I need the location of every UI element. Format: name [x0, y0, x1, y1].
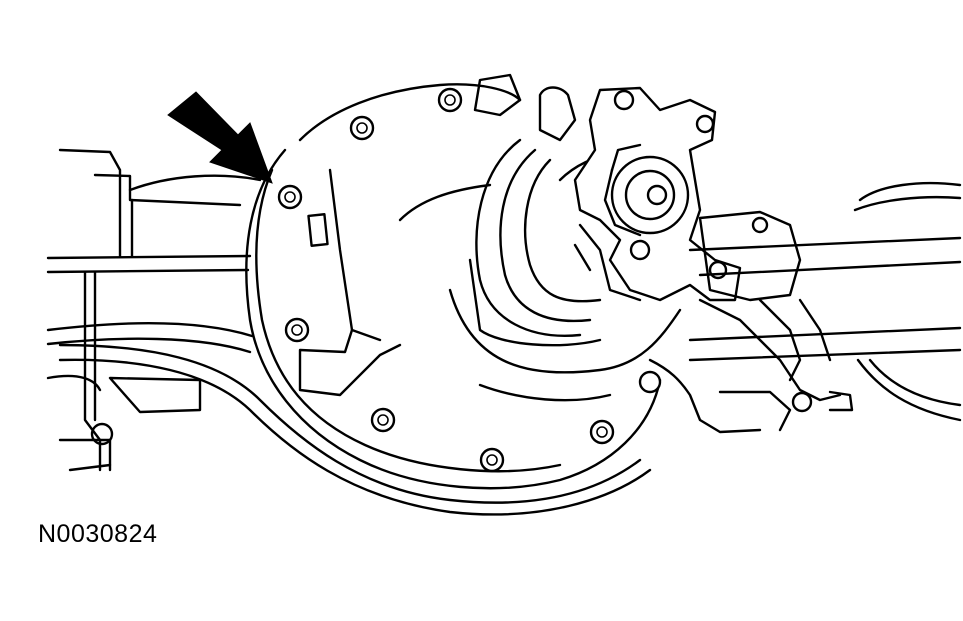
cover-bolt	[479, 447, 505, 473]
figure-code: N0030824	[38, 520, 158, 548]
cover-bolt	[370, 407, 396, 433]
cover-bolt	[277, 184, 303, 210]
cover-bolt	[284, 317, 310, 343]
left-axle-tube	[46, 148, 262, 472]
cover-bolt	[589, 419, 615, 445]
indicator-arrow	[167, 91, 273, 184]
cover-bolt	[349, 115, 375, 141]
differential-cover	[58, 83, 662, 516]
cover-bolts	[277, 87, 615, 473]
right-axle-tube	[638, 181, 962, 434]
pinion-housing	[448, 73, 742, 402]
cover-bolt	[437, 87, 463, 113]
